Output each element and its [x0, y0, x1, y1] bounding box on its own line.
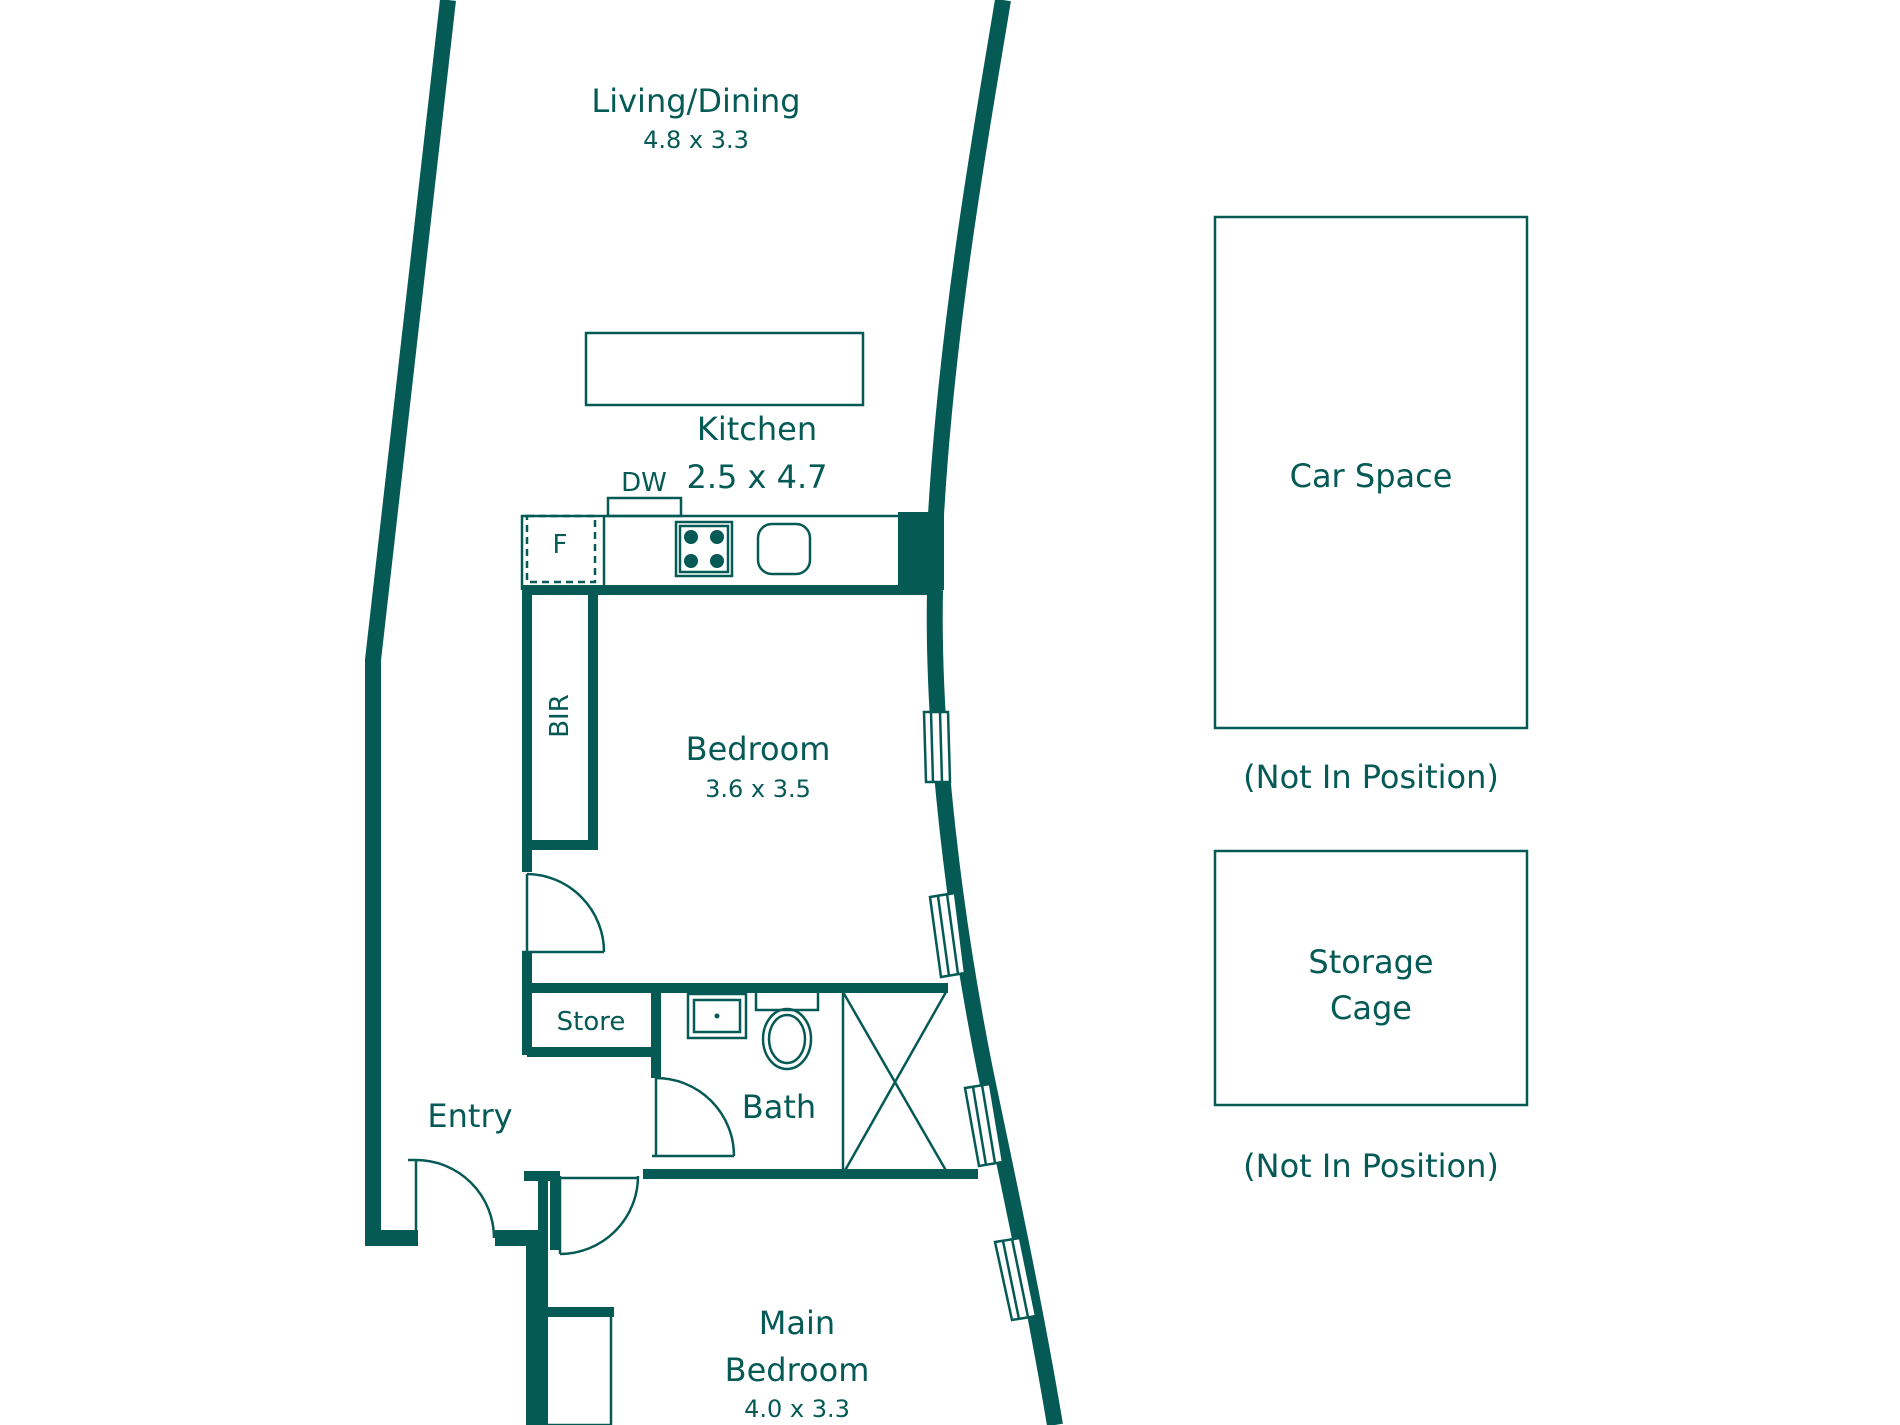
shower-icon	[841, 991, 950, 1175]
east-exterior-wall-lower	[926, 589, 1063, 1425]
bedroom-size: 3.6 x 3.5	[705, 775, 811, 803]
kitchen-sink-icon	[756, 522, 812, 576]
storage-cage-label-line1: Storage	[1308, 943, 1433, 981]
main-bedroom-size: 4.0 x 3.3	[744, 1395, 850, 1423]
living-dining-label: Living/Dining	[591, 82, 800, 120]
west-exterior-wall	[365, 0, 456, 1246]
main-bedroom-label-line2: Bedroom	[725, 1351, 870, 1389]
window-bedroom	[922, 710, 952, 784]
bedroom-door[interactable]	[522, 872, 606, 954]
vanity-basin-icon	[686, 992, 748, 1040]
bedroom-label: Bedroom	[686, 730, 831, 768]
dishwasher-outline	[606, 496, 683, 518]
storage-cage-label-line2: Cage	[1330, 989, 1412, 1027]
main-bedroom-robe	[541, 1310, 613, 1425]
entry-door[interactable]	[408, 1158, 496, 1239]
store-label: Store	[557, 1007, 626, 1037]
car-space-box	[1213, 215, 1529, 730]
storage-cage-note: (Not In Position)	[1243, 1147, 1499, 1185]
dishwasher-label: DW	[621, 468, 667, 498]
kitchen-wall-block[interactable]	[898, 512, 942, 590]
kitchen-label: Kitchen	[697, 410, 817, 448]
storage-cage-box	[1213, 849, 1529, 1107]
window-bath-lower	[963, 1082, 1005, 1168]
fridge-space	[525, 514, 597, 584]
fridge-label: F	[553, 530, 568, 560]
built-in-robe-label: BIR	[545, 694, 575, 738]
cooktop-icon	[674, 520, 734, 578]
east-exterior-wall-upper	[928, 0, 1011, 590]
bath-label: Bath	[742, 1088, 816, 1126]
kitchen-size: 2.5 x 4.7	[686, 458, 827, 496]
bath-door[interactable]	[652, 1076, 736, 1158]
kitchen-island	[584, 331, 865, 407]
main-bedroom-door[interactable]	[556, 1175, 640, 1256]
entry-wall-stub	[495, 1230, 542, 1425]
window-bath-upper	[928, 891, 967, 979]
car-space-label: Car Space	[1290, 457, 1453, 495]
toilet-icon	[754, 988, 820, 1071]
entry-label: Entry	[427, 1097, 512, 1135]
main-bedroom-label-line1: Main	[759, 1304, 835, 1342]
car-space-note: (Not In Position)	[1243, 758, 1499, 796]
living-dining-size: 4.8 x 3.3	[643, 126, 749, 154]
window-main-bedroom	[993, 1236, 1038, 1322]
